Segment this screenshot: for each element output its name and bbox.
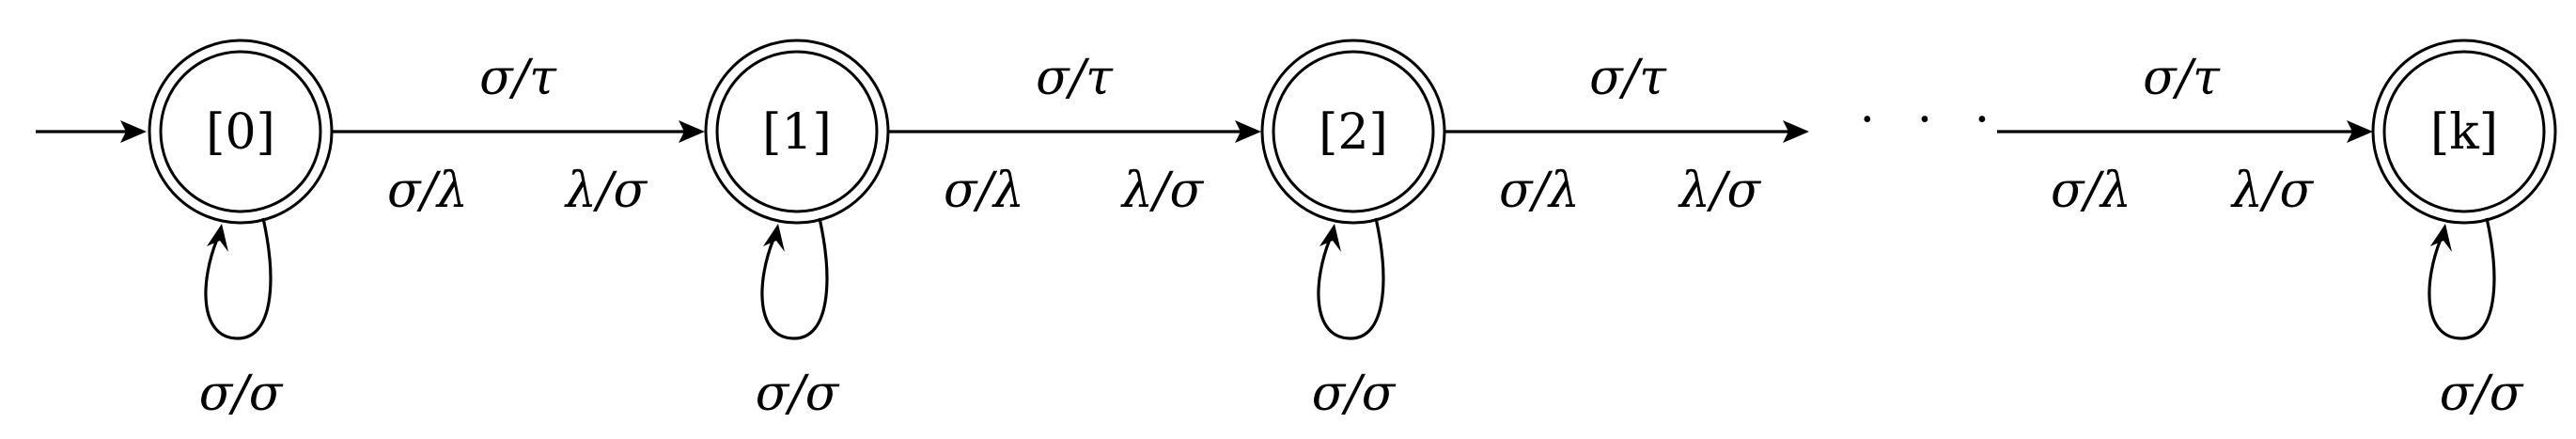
state-0-label: [0] [206, 104, 275, 161]
state-1-self-loop: σ/σ [756, 217, 840, 422]
state-0-loop-label: σ/σ [199, 366, 284, 422]
edge-1-2: σ/τ σ/λ λ/σ [888, 50, 1261, 219]
state-1-loop-label: σ/σ [756, 366, 840, 422]
edge-2-bottom-left-label: σ/λ [1499, 163, 1580, 219]
initial-arrow [36, 120, 147, 143]
state-k-loop-label: σ/σ [2440, 366, 2524, 422]
edge-k-bottom-right-label: λ/σ [2230, 163, 2314, 219]
state-1-label: [1] [762, 104, 832, 161]
state-2-label: [2] [1319, 104, 1388, 161]
state-k-self-loop: σ/σ [2428, 217, 2524, 422]
state-2-inner-ring [1272, 50, 1435, 213]
state-k-outer-ring [2371, 39, 2557, 225]
state-0: [0] [148, 39, 334, 225]
state-2-loop-label: σ/σ [1312, 366, 1397, 422]
state-k-label: [k] [2430, 104, 2498, 161]
state-2-self-loop: σ/σ [1312, 217, 1397, 422]
edge-ellipsis-k: σ/τ σ/λ λ/σ [1997, 50, 2373, 219]
edge-k-top-label: σ/τ [2143, 50, 2221, 106]
edge-0-1: σ/τ σ/λ λ/σ [332, 50, 705, 219]
state-1: [1] [704, 39, 890, 225]
state-k: [k] [2371, 39, 2557, 225]
edge-1-2-top-label: σ/τ [1036, 50, 1114, 106]
edge-0-1-top-label: σ/τ [479, 50, 557, 106]
edge-2-bottom-right-label: λ/σ [1678, 163, 1761, 219]
state-2: [2] [1260, 39, 1446, 225]
edge-k-bottom-left-label: σ/λ [2051, 163, 2131, 219]
edge-0-1-bottom-left-label: σ/λ [387, 163, 468, 219]
state-0-inner-ring [159, 50, 322, 213]
state-1-inner-ring [715, 50, 879, 213]
edge-2-ellipsis: σ/τ σ/λ λ/σ [1444, 50, 1809, 219]
edge-1-2-bottom-right-label: λ/σ [1120, 163, 1204, 219]
edge-1-2-bottom-left-label: σ/λ [944, 163, 1024, 219]
ellipsis: · · · [1860, 92, 2004, 149]
state-0-self-loop: σ/σ [199, 217, 284, 422]
state-k-inner-ring [2382, 50, 2546, 213]
edge-0-1-bottom-right-label: λ/σ [564, 163, 648, 219]
edge-2-top-label: σ/τ [1589, 50, 1667, 106]
